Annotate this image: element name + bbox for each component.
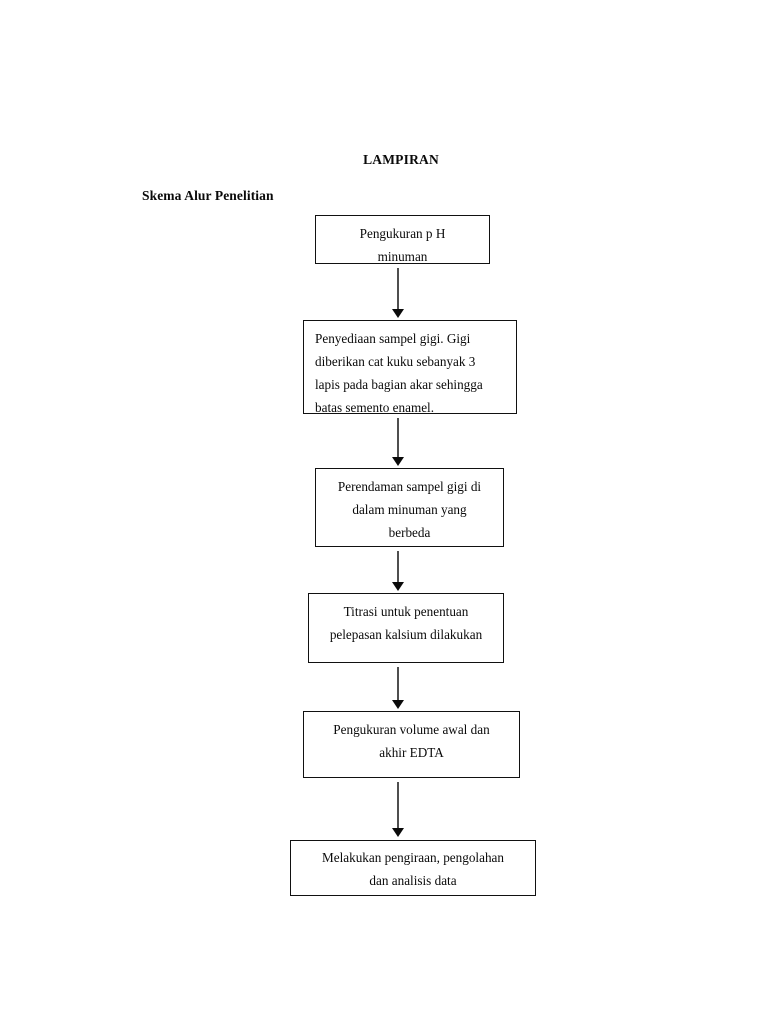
flowchart-step-4-label: Titrasi untuk penentuan pelepasan kalsiu… — [329, 604, 483, 642]
down-arrow-icon-5 — [391, 782, 404, 837]
flowchart-step-5: Pengukuran volume awal dan akhir EDTA — [303, 711, 520, 778]
arrow-head — [391, 457, 404, 466]
flowchart-step-5-label: Pengukuran volume awal dan akhir EDTA — [333, 722, 490, 760]
flowchart-step-3-label: Perendaman sampel gigi di dalam minuman … — [337, 479, 482, 540]
down-arrow-icon-4 — [391, 667, 404, 709]
flowchart-step-1-label: Pengukuran p H minuman — [359, 226, 446, 264]
arrow-head — [391, 309, 404, 318]
arrow-head — [391, 828, 404, 837]
flowchart-step-6: Melakukan pengiraan, pengolahan dan anal… — [290, 840, 536, 896]
flowchart-step-4: Titrasi untuk penentuan pelepasan kalsiu… — [308, 593, 504, 663]
arrow-shaft — [396, 551, 399, 582]
down-arrow-icon-3 — [391, 551, 404, 591]
section-title: Skema Alur Penelitian — [142, 188, 274, 203]
flowchart-step-2-label: Penyediaan sampel gigi. Gigi diberikan c… — [315, 331, 483, 415]
down-arrow-icon-2 — [391, 418, 404, 466]
arrow-shaft — [396, 268, 399, 309]
down-arrow-icon-1 — [391, 268, 404, 318]
flowchart-step-1: Pengukuran p H minuman — [315, 215, 490, 264]
arrow-head — [391, 582, 404, 591]
flowchart-step-3: Perendaman sampel gigi di dalam minuman … — [315, 468, 504, 547]
arrow-shaft — [396, 418, 399, 457]
page-title: LAMPIRAN — [363, 152, 439, 167]
arrow-shaft — [396, 782, 399, 828]
arrow-head — [391, 700, 404, 709]
flowchart-step-2: Penyediaan sampel gigi. Gigi diberikan c… — [303, 320, 517, 415]
arrow-shaft — [396, 667, 399, 700]
flowchart-step-6-label: Melakukan pengiraan, pengolahan dan anal… — [322, 850, 504, 888]
